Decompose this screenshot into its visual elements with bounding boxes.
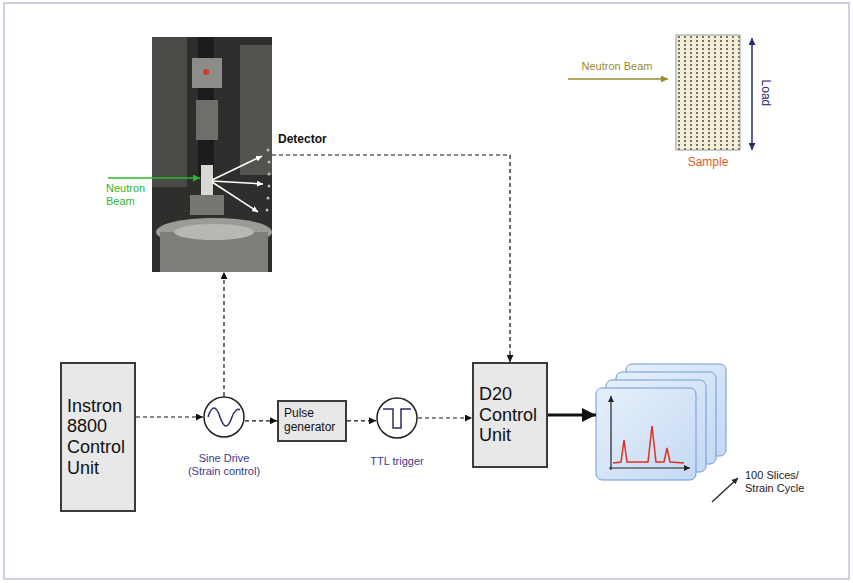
neutron-beam-arrow <box>108 177 200 179</box>
signal-connector <box>418 417 472 418</box>
pattern-slice <box>596 388 696 480</box>
photo-wall <box>152 37 187 187</box>
box-label: Pulse generator <box>284 407 340 435</box>
detector-dot <box>268 161 271 164</box>
circle-outline <box>203 396 245 438</box>
photo-background <box>152 37 272 272</box>
detector-dots <box>266 149 271 212</box>
sample-fill <box>676 35 740 150</box>
load-arrow <box>751 38 753 150</box>
diffraction-curve <box>613 426 684 463</box>
plot-axis <box>609 467 690 468</box>
beam-label: Neutron Beam <box>572 60 662 73</box>
scatter-arrow <box>212 182 258 212</box>
instrument-photo <box>152 37 272 272</box>
grip <box>196 100 218 140</box>
page-frame <box>4 3 849 579</box>
scatter-arrow <box>212 156 262 180</box>
slice-direction-arrow <box>712 478 738 502</box>
ttl-trigger-circle: TTL trigger <box>376 397 418 439</box>
circle-outline <box>376 397 418 439</box>
detector-dot <box>268 173 271 176</box>
control-unit-box: Instron 8800 Control Unit <box>60 362 136 512</box>
detector-dot <box>266 209 269 212</box>
instrument-photo-frame: Neutron BeamDetector <box>152 37 272 272</box>
sine-symbol <box>208 408 240 426</box>
photo-wall <box>240 45 272 175</box>
detector-dot <box>267 149 270 152</box>
table-top <box>174 224 254 240</box>
detector-label: Detector <box>278 133 348 147</box>
sample-block: Sample <box>676 35 740 150</box>
stack-label: 100 Slices/ Strain Cycle <box>745 469 825 494</box>
symbol-label: Sine Drive (Strain control) <box>184 452 264 477</box>
neutron-beam-arrow <box>568 78 668 80</box>
signal-connector <box>245 420 277 421</box>
circle-outline <box>204 397 244 437</box>
sample-label: Sample <box>668 156 748 170</box>
detector-dot <box>267 197 270 200</box>
signal-connector <box>223 272 224 396</box>
sine-drive-circle: Sine Drive (Strain control) <box>203 396 245 438</box>
scatter-arrow <box>212 181 263 184</box>
specimen <box>201 165 213 195</box>
signal-connector <box>347 420 376 421</box>
actuator-block <box>192 58 222 88</box>
diffraction-pattern-stack <box>596 364 726 480</box>
symbol-label: TTL trigger <box>357 455 437 468</box>
detector-dot <box>268 185 271 188</box>
load-label: Load <box>758 73 772 113</box>
plot-axis <box>610 396 611 470</box>
indicator-light <box>203 69 209 75</box>
signal-connector <box>136 416 203 417</box>
box-label: Instron 8800 Control Unit <box>67 396 129 479</box>
circle-outline <box>377 398 417 438</box>
sample-pattern <box>676 35 740 150</box>
box-label: D20 Control Unit <box>479 384 541 446</box>
process-box: Pulse generator <box>277 400 347 442</box>
beam-label: Neutron Beam <box>106 182 158 207</box>
ttl-pulse-symbol <box>383 409 411 428</box>
grip <box>190 195 224 215</box>
signal-connector <box>272 155 510 362</box>
control-unit-box: D20 Control Unit <box>472 362 548 468</box>
pattern-stack-frame: 100 Slices/ Strain Cycle <box>596 363 726 480</box>
data-flow-arrow <box>548 414 596 417</box>
